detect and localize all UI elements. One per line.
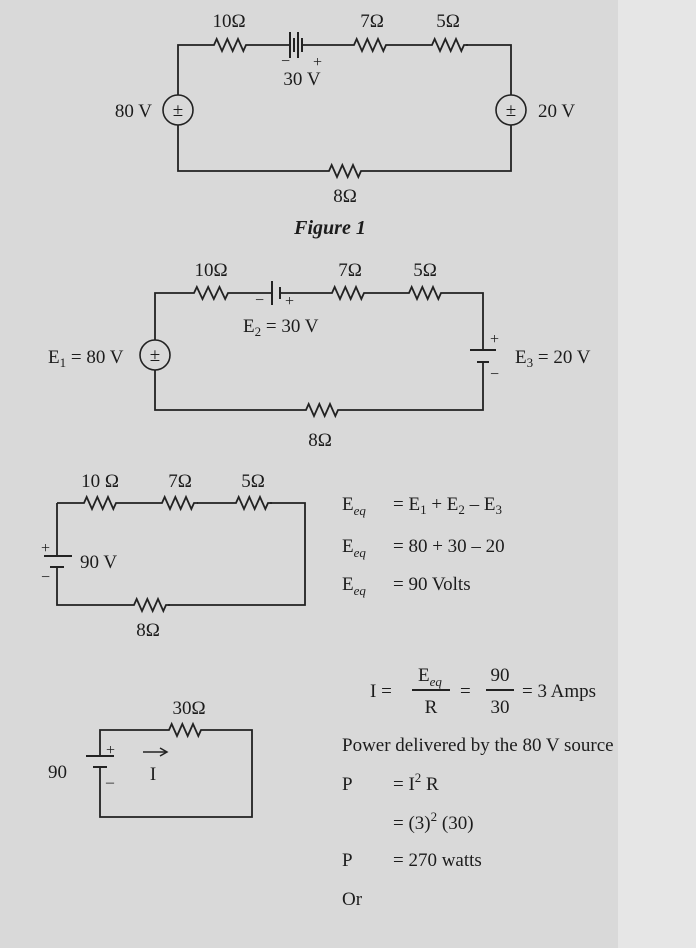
label-r3: 5Ω [241, 471, 265, 492]
power-heading: Power delivered by the 80 V source [342, 735, 614, 756]
wires [177, 44, 512, 172]
source-polarity: ± [506, 100, 516, 121]
wires [56, 502, 306, 606]
source-polarity: ± [173, 100, 183, 121]
source-polarity: ± [150, 345, 160, 366]
battery-minus: − [41, 569, 50, 586]
label-resistor: 30Ω [172, 698, 205, 719]
figure-4-circuit: 30Ω 90 + – I [48, 698, 253, 818]
resistor-10-ohm [190, 284, 232, 302]
power-line-2: = (3)2 (30) [393, 809, 474, 834]
battery-icon [86, 755, 114, 768]
e3-plus: + [490, 331, 499, 348]
label-battery: 30 V [283, 69, 320, 90]
resistor-5-ohm [232, 494, 272, 512]
label-r2: 7Ω [168, 471, 192, 492]
label-r2: 7Ω [338, 260, 362, 281]
resistor-8-ohm [325, 162, 365, 180]
battery-minus: – [105, 774, 115, 791]
label-r1: 10 Ω [81, 471, 119, 492]
label-e2: E2 = 30 V [243, 316, 319, 339]
equivalent-emf-equations: Eeq= E1 + E2 – E3 Eeq= 80 + 30 – 20 Eeq=… [342, 494, 505, 598]
battery-minus: − [255, 292, 264, 309]
figure-caption: Figure 1 [293, 217, 366, 239]
resistor-30-ohm [165, 721, 205, 739]
e3-minus: − [490, 366, 499, 383]
resistor-7-ohm [328, 284, 368, 302]
label-r3: 5Ω [436, 11, 460, 32]
wires [99, 729, 253, 818]
label-r1: 10Ω [212, 11, 245, 32]
label-r4: 8Ω [136, 620, 160, 641]
figure-1-circuit: ± ± 10Ω 7Ω 5Ω 8Ω − + 30 V 80 V 20 V Figu… [115, 11, 576, 239]
resistor-10-ohm [80, 494, 120, 512]
fraction2-denominator: 30 [491, 697, 510, 718]
fraction-numerator: Eeq [418, 665, 442, 689]
label-voltage: 90 [48, 762, 67, 783]
eq-line-1: Eeq= E1 + E2 – E3 [342, 494, 502, 518]
voltage-source-icon [139, 339, 171, 371]
resistor-8-ohm [302, 401, 342, 419]
resistor-8-ohm [130, 596, 170, 614]
label-r1: 10Ω [194, 260, 227, 281]
fraction-denominator: R [425, 697, 438, 718]
current-arrow-icon [143, 747, 169, 757]
fraction2-numerator: 90 [491, 665, 510, 686]
figure-2-circuit: ± 10Ω 7Ω 5Ω 8Ω − + E2 = 30 V E1 = 80 V +… [48, 260, 591, 451]
eq-line-3: Eeq= 90 Volts [342, 574, 471, 598]
wires [154, 292, 484, 411]
power-line-1: P= I2 R [342, 770, 439, 795]
label-r3: 5Ω [413, 260, 437, 281]
battery-plus: + [41, 540, 50, 557]
page-edge [618, 0, 696, 948]
label-right-source: 20 V [538, 101, 575, 122]
voltage-source-icon [495, 94, 527, 126]
or-text: Or [342, 889, 363, 910]
power-line-3: P= 270 watts [342, 850, 482, 871]
label-e1: E1 = 80 V [48, 347, 124, 370]
resistor-10-ohm [210, 36, 250, 54]
label-current: I [150, 764, 156, 785]
resistor-5-ohm [405, 284, 445, 302]
current-result: = 3 Amps [522, 681, 596, 702]
label-r4: 8Ω [308, 430, 332, 451]
label-left-source: 80 V [115, 101, 152, 122]
battery-plus: + [313, 54, 322, 71]
battery-e2-icon [271, 281, 281, 305]
label-r4: 8Ω [333, 186, 357, 207]
current-equation: I = Eeq R = 90 30 = 3 Amps [370, 665, 596, 718]
resistor-5-ohm [428, 36, 468, 54]
voltage-source-icon [162, 94, 194, 126]
label-r2: 7Ω [360, 11, 384, 32]
resistor-7-ohm [350, 36, 390, 54]
battery-e3-icon [470, 349, 496, 363]
figure-3-circuit: 10 Ω 7Ω 5Ω 8Ω + − 90 V [41, 471, 306, 641]
battery-plus: + [106, 742, 115, 759]
resistor-7-ohm [158, 494, 198, 512]
eq-line-2: Eeq= 80 + 30 – 20 [342, 536, 505, 560]
current-lhs: I = [370, 681, 392, 702]
battery-icon [289, 32, 303, 58]
battery-icon [44, 555, 72, 568]
label-battery: 90 V [80, 552, 117, 573]
equals: = [460, 681, 471, 702]
battery-minus: − [281, 53, 290, 70]
battery-plus: + [285, 293, 294, 310]
power-calculation: Power delivered by the 80 V source P= I2… [342, 735, 614, 910]
label-e3: E3 = 20 V [515, 347, 591, 370]
